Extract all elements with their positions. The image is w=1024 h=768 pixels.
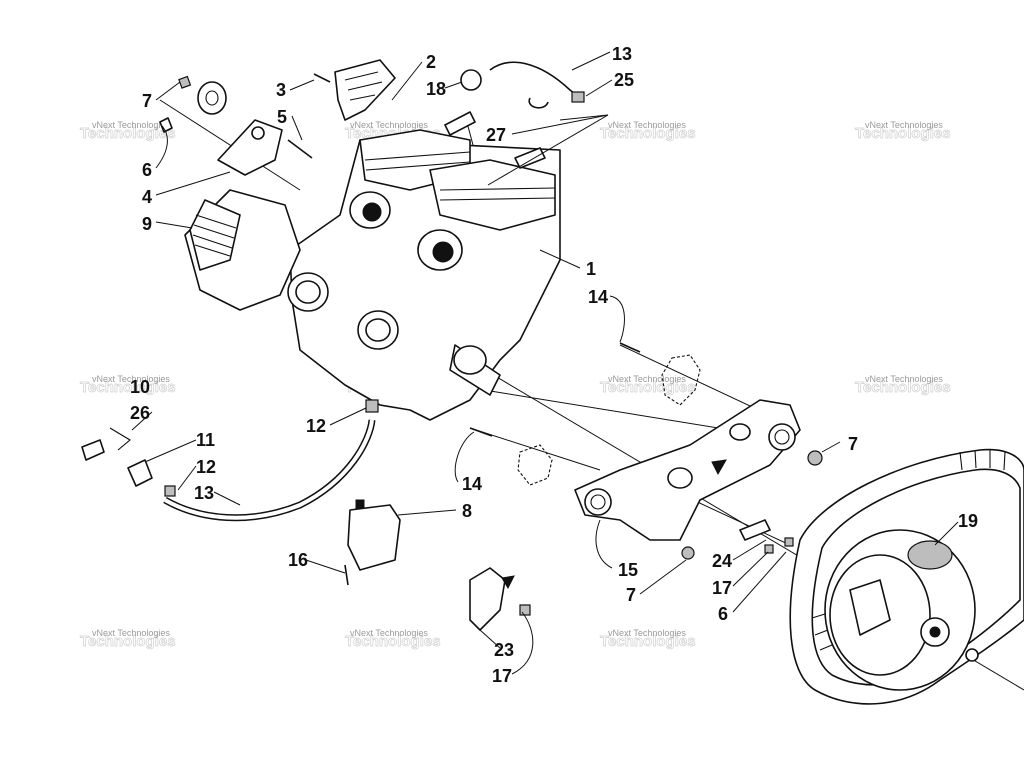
- callout-7-right: 7: [848, 434, 858, 454]
- callout-16: 16: [288, 550, 308, 570]
- callout-15: 15: [618, 560, 638, 580]
- callout-1: 1: [586, 259, 596, 279]
- watermark: Technologies vNext Technologies: [600, 120, 696, 142]
- callout-18: 18: [426, 79, 446, 99]
- watermark: Technologies vNext Technologies: [600, 628, 696, 650]
- svg-text:vNext Technologies: vNext Technologies: [92, 374, 170, 384]
- svg-text:Technologies: Technologies: [600, 125, 696, 142]
- svg-text:Technologies: Technologies: [600, 633, 696, 650]
- callout-7-bottom: 7: [626, 585, 636, 605]
- callout-23: 23: [494, 640, 514, 660]
- callout-8: 8: [462, 501, 472, 521]
- upper-hose: [460, 61, 585, 109]
- callout-6-left: 6: [142, 160, 152, 180]
- svg-text:vNext Technologies: vNext Technologies: [865, 120, 943, 130]
- engine-assembly: [287, 111, 561, 421]
- svg-text:Technologies: Technologies: [855, 379, 951, 396]
- svg-text:vNext Technologies: vNext Technologies: [865, 374, 943, 384]
- callout-5: 5: [277, 107, 287, 127]
- fasteners: [159, 73, 823, 616]
- svg-text:Technologies: Technologies: [600, 379, 696, 396]
- svg-text:vNext Technologies: vNext Technologies: [92, 628, 170, 638]
- callout-10: 10: [130, 377, 150, 397]
- callout-14-right: 14: [588, 287, 608, 307]
- svg-text:vNext Technologies: vNext Technologies: [608, 374, 686, 384]
- callout-9: 9: [142, 214, 152, 234]
- callout-3: 3: [276, 80, 286, 100]
- callout-12-mid: 12: [306, 416, 326, 436]
- callout-11: 11: [196, 430, 215, 450]
- svg-text:vNext Technologies: vNext Technologies: [350, 120, 428, 130]
- watermark: Technologies vNext Technologies: [600, 374, 696, 396]
- svg-text:vNext Technologies: vNext Technologies: [608, 628, 686, 638]
- callout-27: 27: [486, 125, 506, 145]
- callout-4: 4: [142, 187, 152, 207]
- callout-14-mid: 14: [462, 474, 482, 494]
- callout-25: 25: [614, 70, 634, 90]
- callout-26: 26: [130, 403, 150, 423]
- callout-19: 19: [958, 511, 978, 531]
- callouts: 1 2 3 4 5 6 6 7 7 7 8 9 10 11 12 12 13 1…: [130, 44, 978, 686]
- svg-text:vNext Technologies: vNext Technologies: [350, 628, 428, 638]
- bracket-23: [469, 567, 515, 631]
- callout-13-bottom: 13: [194, 483, 214, 503]
- callout-17-right: 17: [712, 578, 732, 598]
- callout-13-top: 13: [612, 44, 632, 64]
- clutch-19: [789, 448, 1024, 705]
- svg-text:Technologies: Technologies: [80, 125, 176, 142]
- svg-text:Technologies: Technologies: [855, 125, 951, 142]
- star-dampers: [517, 354, 701, 486]
- watermark: Technologies vNext Technologies: [855, 120, 951, 142]
- watermark: Technologies vNext Technologies: [345, 628, 441, 650]
- callout-7-top: 7: [142, 91, 152, 111]
- callout-2: 2: [426, 52, 436, 72]
- watermark: Technologies vNext Technologies: [855, 374, 951, 396]
- watermark: Technologies vNext Technologies: [80, 628, 176, 650]
- callout-12-left: 12: [196, 457, 216, 477]
- svg-text:Technologies: Technologies: [80, 633, 176, 650]
- recoil-starter: [184, 189, 301, 311]
- svg-text:Technologies: Technologies: [345, 633, 441, 650]
- callout-17-bottom: 17: [492, 666, 512, 686]
- watermark: Technologies vNext Technologies: [80, 374, 176, 396]
- callout-24: 24: [712, 551, 732, 571]
- callout-6-right: 6: [718, 604, 728, 624]
- svg-text:Technologies: Technologies: [80, 379, 176, 396]
- lower-hose: [81, 399, 379, 522]
- watermark: Technologies vNext Technologies: [80, 120, 176, 142]
- engine-mount-8: [347, 499, 401, 571]
- top-bracket: [334, 59, 396, 121]
- svg-text:vNext Technologies: vNext Technologies: [92, 120, 170, 130]
- mount-plate: [197, 81, 283, 176]
- engine-plate-15: [574, 399, 801, 541]
- svg-text:vNext Technologies: vNext Technologies: [608, 120, 686, 130]
- leader-lines: [131, 51, 959, 675]
